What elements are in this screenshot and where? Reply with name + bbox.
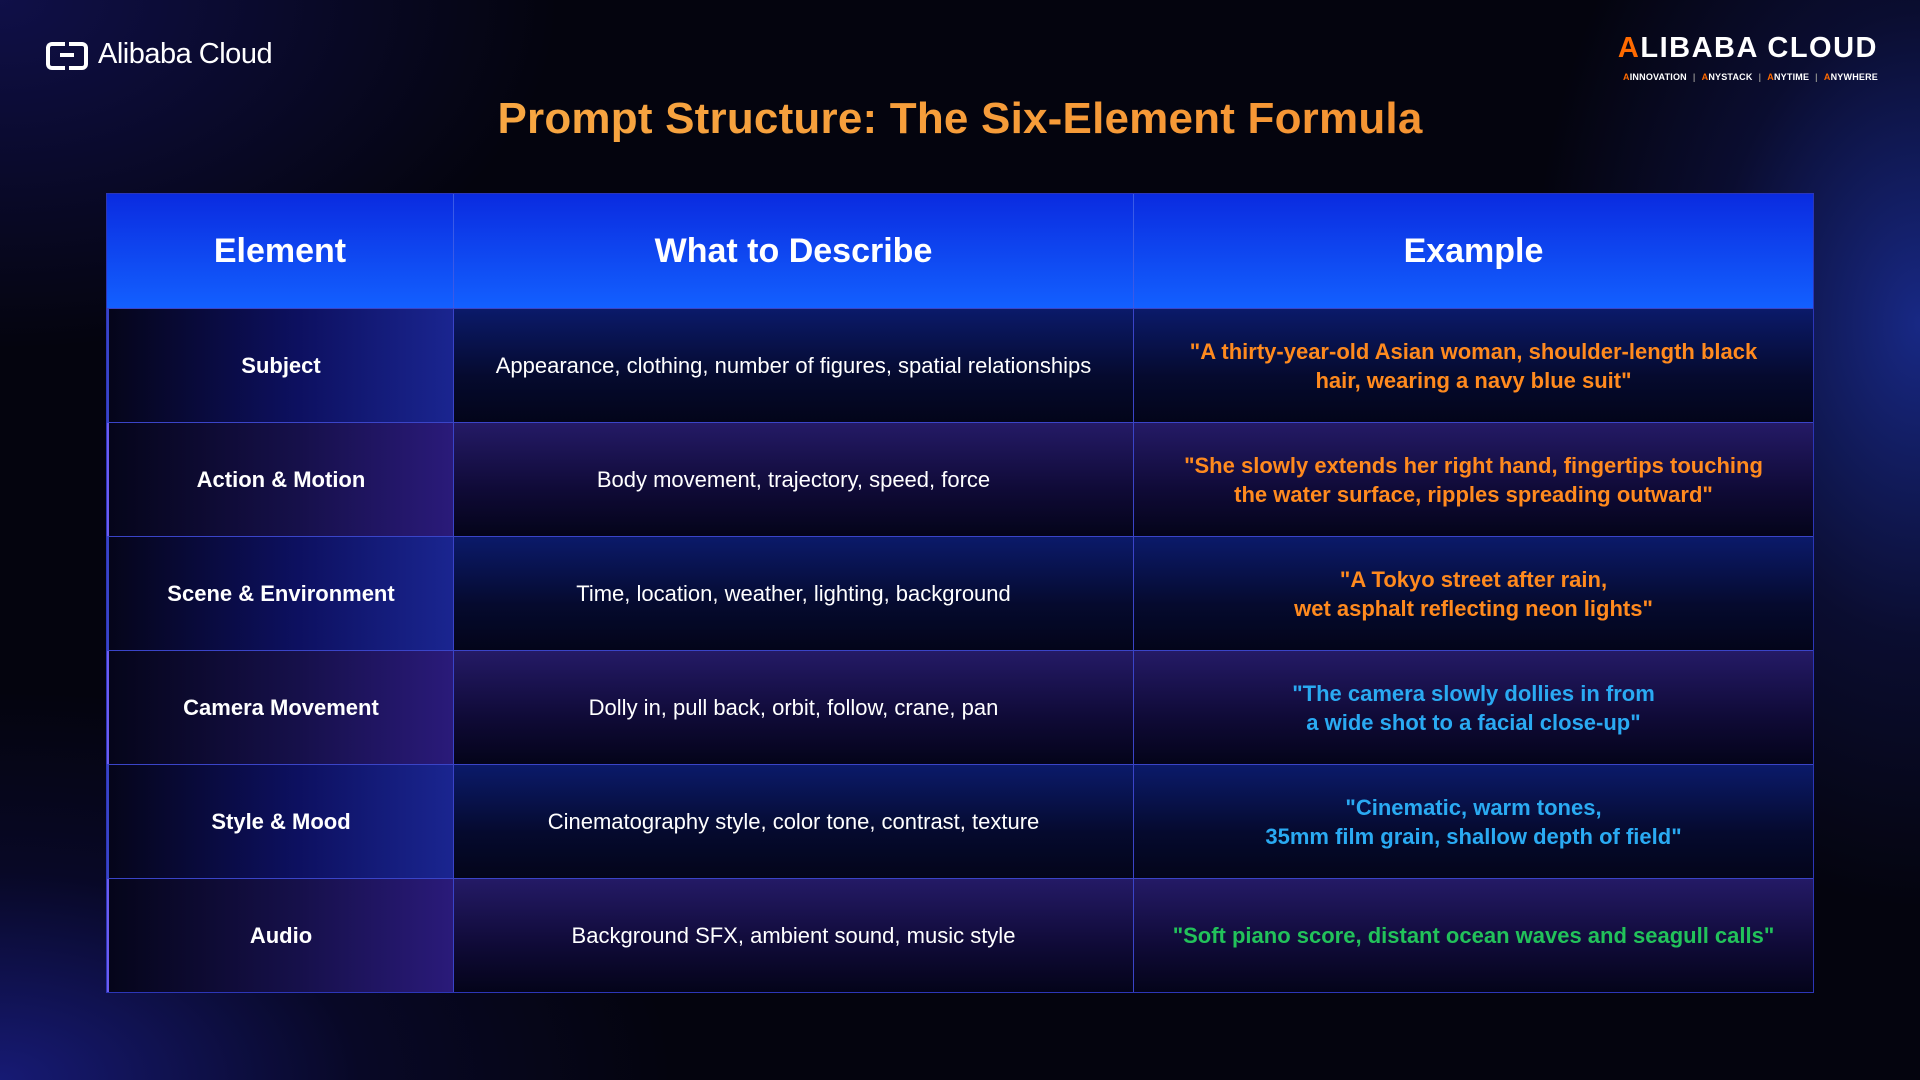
element-cell: Audio	[107, 879, 454, 992]
slide-title: Prompt Structure: The Six-Element Formul…	[0, 94, 1920, 144]
table-row: Scene & Environment Time, location, weat…	[107, 536, 1813, 650]
column-header-describe: What to Describe	[454, 194, 1134, 308]
alibaba-cloud-logo: Alibaba Cloud	[46, 38, 273, 71]
example-cell: "Cinematic, warm tones, 35mm film grain,…	[1134, 765, 1813, 878]
describe-cell: Cinematography style, color tone, contra…	[454, 765, 1134, 878]
brand-title-rest: LIBABA CLOUD	[1640, 32, 1878, 64]
column-header-example: Example	[1403, 231, 1544, 270]
alibaba-cloud-logo-icon	[46, 41, 88, 70]
element-cell: Action & Motion	[107, 423, 454, 536]
table-row: Style & Mood Cinematography style, color…	[107, 764, 1813, 878]
element-cell: Scene & Environment	[107, 537, 454, 650]
tagline-word: NYTIME	[1773, 72, 1810, 82]
element-cell: Camera Movement	[107, 651, 454, 764]
brand-title-accent-letter: A	[1617, 32, 1641, 64]
tagline-separator: |	[1758, 72, 1762, 82]
column-header-element: Element	[107, 194, 454, 308]
example-cell: "She slowly extends her right hand, fing…	[1134, 423, 1813, 536]
tagline-word: NYWHERE	[1830, 72, 1878, 82]
tagline-accent: A	[1767, 72, 1774, 82]
table-header-row: Element What to Describe Example	[107, 194, 1813, 308]
example-cell: "Soft piano score, distant ocean waves a…	[1134, 879, 1813, 992]
describe-cell: Dolly in, pull back, orbit, follow, cran…	[454, 651, 1134, 764]
table-row: Audio Background SFX, ambient sound, mus…	[107, 878, 1813, 992]
describe-cell: Appearance, clothing, number of figures,…	[454, 309, 1134, 422]
tagline-separator: |	[1815, 72, 1818, 82]
tagline-word: NYSTACK	[1708, 72, 1753, 82]
element-cell: Subject	[107, 309, 454, 422]
table-row: Subject Appearance, clothing, number of …	[107, 308, 1813, 422]
tagline-accent: A	[1823, 72, 1831, 82]
tagline-word: INNOVATION	[1629, 72, 1687, 82]
brand-tagline: AINNOVATION|ANYSTACK|ANYTIME|ANYWHERE	[1618, 72, 1878, 82]
logo-wordmark: Alibaba Cloud	[98, 38, 273, 70]
brand-title: ALIBABA CLOUD	[1618, 34, 1878, 63]
tagline-accent: A	[1701, 72, 1709, 82]
table-row: Action & Motion Body movement, trajector…	[107, 422, 1813, 536]
describe-cell: Body movement, trajectory, speed, force	[454, 423, 1134, 536]
six-element-table: Element What to Describe Example Subject…	[106, 193, 1814, 993]
example-cell: "A Tokyo street after rain, wet asphalt …	[1134, 537, 1813, 650]
describe-cell: Time, location, weather, lighting, backg…	[454, 537, 1134, 650]
tagline-accent: A	[1623, 72, 1630, 82]
describe-cell: Background SFX, ambient sound, music sty…	[454, 879, 1134, 992]
alibaba-cloud-brand-logo: ALIBABA CLOUD AINNOVATION|ANYSTACK|ANYTI…	[1618, 34, 1878, 83]
tagline-separator: |	[1692, 72, 1696, 82]
table-row: Camera Movement Dolly in, pull back, orb…	[107, 650, 1813, 764]
example-cell: "The camera slowly dollies in from a wid…	[1134, 651, 1813, 764]
element-cell: Style & Mood	[107, 765, 454, 878]
example-cell: "A thirty-year-old Asian woman, shoulder…	[1134, 309, 1813, 422]
